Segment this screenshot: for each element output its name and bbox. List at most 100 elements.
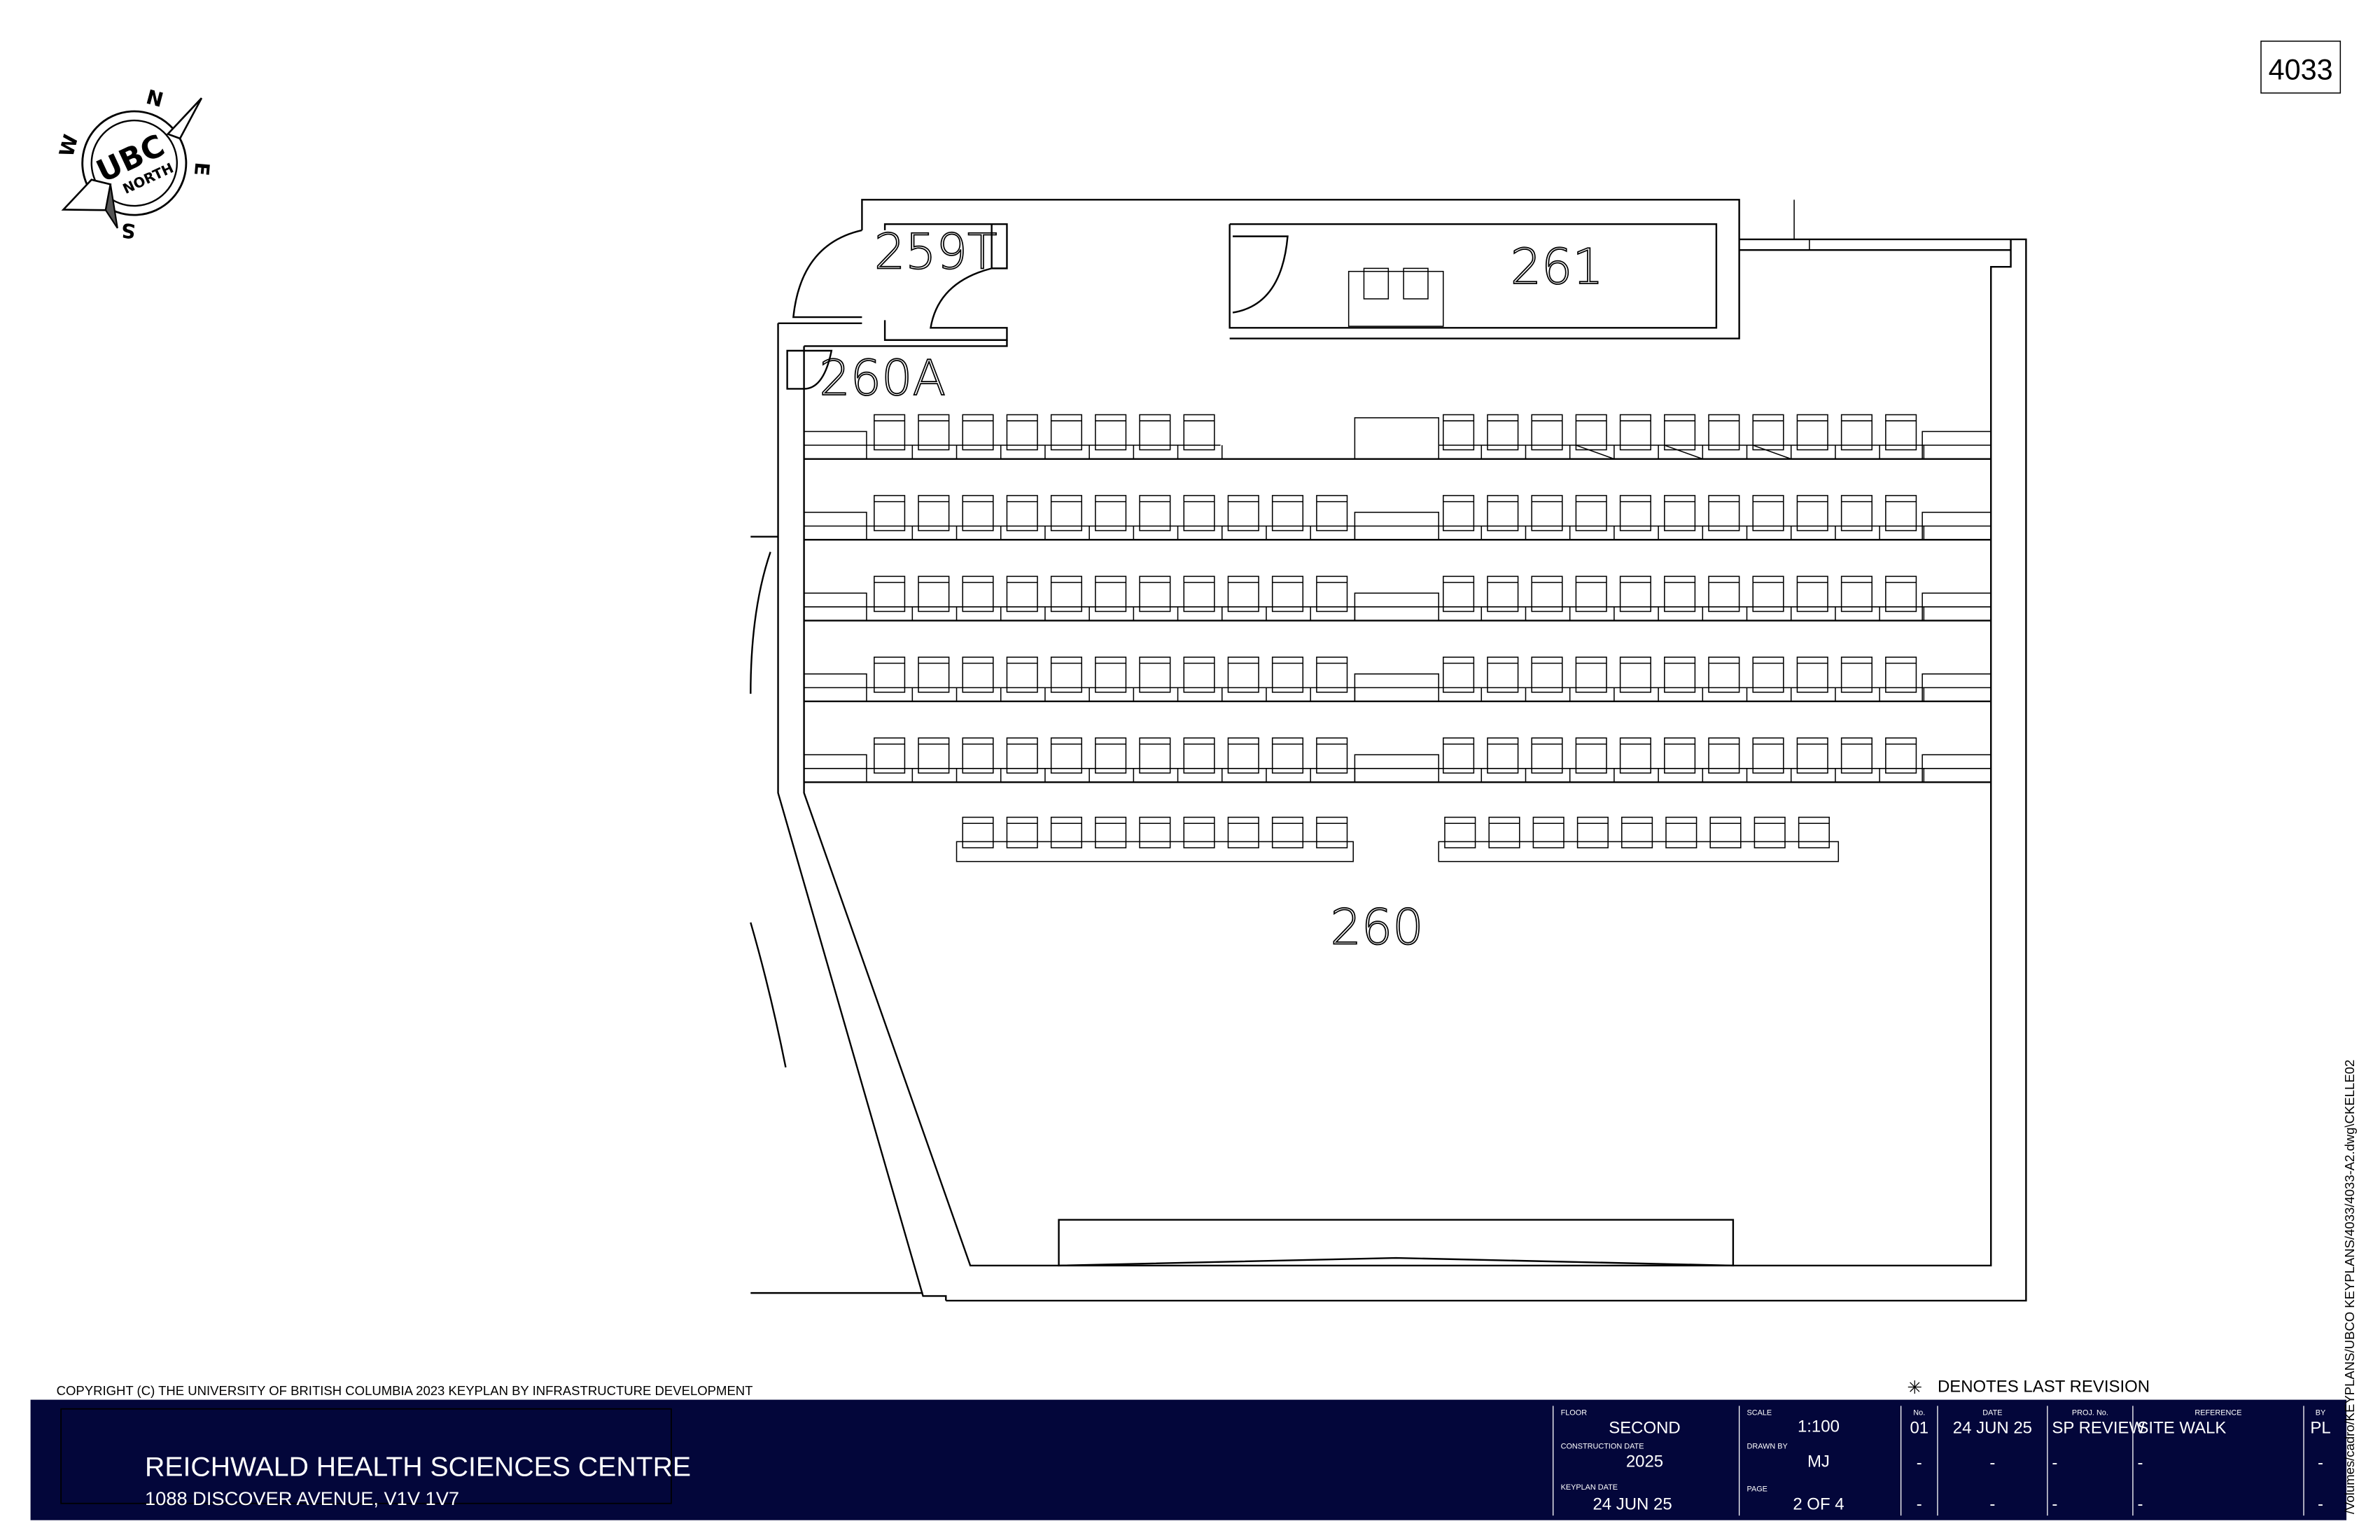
chair: [1095, 414, 1127, 451]
chair: [1752, 495, 1784, 531]
chair: [1531, 657, 1563, 693]
chair: [1885, 575, 1917, 612]
scale-label: SCALE: [1747, 1408, 1772, 1417]
chair: [1095, 495, 1127, 531]
chair: [1316, 495, 1348, 531]
revision-star-icon: ✳: [1907, 1377, 1922, 1398]
chair: [1796, 575, 1828, 612]
chair: [1796, 414, 1828, 451]
construction-date-value: 2025: [1626, 1452, 1663, 1471]
chair: [1708, 575, 1740, 612]
revision-cell: -: [1917, 1494, 1922, 1513]
chair: [1531, 575, 1563, 612]
chair: [1708, 737, 1740, 774]
chair: [1050, 657, 1083, 693]
chair: [1575, 414, 1607, 451]
chair: [1885, 495, 1917, 531]
chair: [1139, 575, 1171, 612]
chair: [1227, 495, 1259, 531]
chair: [1316, 737, 1348, 774]
chair: [1487, 737, 1519, 774]
chair: [1006, 495, 1038, 531]
chair: [918, 414, 950, 451]
chair: [1487, 575, 1519, 612]
chair: [1271, 816, 1304, 848]
keyplan-date-value: 24 JUN 25: [1592, 1494, 1672, 1513]
chair: [1271, 657, 1304, 693]
seating-row-front: [955, 816, 1840, 862]
revision-header: REFERENCE: [2194, 1408, 2241, 1417]
chair: [1227, 575, 1259, 612]
chair: [1708, 495, 1740, 531]
revision-cell: -: [1917, 1454, 1922, 1473]
accessible-seat-mark: [1752, 444, 1791, 460]
chair: [1006, 575, 1038, 612]
revision-header: No.: [1913, 1408, 1925, 1417]
revision-cell: 24 JUN 25: [1953, 1419, 2032, 1438]
chair: [1139, 657, 1171, 693]
chair: [1840, 575, 1872, 612]
drawn-by-label: DRAWN BY: [1747, 1442, 1788, 1450]
chair: [1708, 414, 1740, 451]
revision-cell: SP REVIEW: [2052, 1419, 2145, 1438]
chair: [1443, 737, 1475, 774]
drawn-by-value: MJ: [1807, 1452, 1830, 1471]
chair: [1619, 495, 1651, 531]
revision-cell: -: [2052, 1494, 2057, 1513]
seating-row: [803, 657, 1991, 703]
seating-row: [803, 414, 1991, 460]
revision-cell: -: [2318, 1454, 2323, 1473]
chair: [918, 657, 950, 693]
page-value: 2 OF 4: [1793, 1494, 1844, 1513]
chair: [1139, 495, 1171, 531]
chair: [918, 737, 950, 774]
construction-date-label: CONSTRUCTION DATE: [1561, 1442, 1644, 1450]
chair: [1139, 816, 1171, 848]
chair: [918, 495, 950, 531]
chair: [962, 737, 994, 774]
chair: [1664, 495, 1696, 531]
chair: [1183, 575, 1215, 612]
chair: [1050, 495, 1083, 531]
chair: [918, 575, 950, 612]
keyplan-date-label: KEYPLAN DATE: [1561, 1483, 1618, 1492]
revision-cell: PL: [2310, 1419, 2330, 1438]
chair: [874, 575, 906, 612]
chair: [1840, 657, 1872, 693]
chair: [1798, 816, 1830, 848]
chair: [962, 816, 994, 848]
building-name: REICHWALD HEALTH SCIENCES CENTRE: [145, 1452, 691, 1483]
chair: [1885, 737, 1917, 774]
chair: [1796, 495, 1828, 531]
chair: [1443, 414, 1475, 451]
chair: [1619, 414, 1651, 451]
compass-w: W: [55, 132, 83, 160]
chair: [1487, 657, 1519, 693]
bench-block: [1354, 417, 1440, 460]
chair: [1227, 816, 1259, 848]
sheet-number-box: 4033: [2260, 41, 2342, 94]
chair: [1752, 414, 1784, 451]
chair: [1095, 816, 1127, 848]
floor-plan-walls: [750, 199, 2027, 1302]
revision-cell: -: [2137, 1494, 2143, 1513]
chair: [1487, 495, 1519, 531]
chair: [1619, 575, 1651, 612]
revision-cell: -: [2318, 1494, 2323, 1513]
chair: [1840, 737, 1872, 774]
chair: [1664, 737, 1696, 774]
chair: [1139, 737, 1171, 774]
chair: [1006, 816, 1038, 848]
chair: [1316, 575, 1348, 612]
seating-row: [803, 575, 1991, 622]
chair: [1006, 414, 1038, 451]
accessible-seat-mark: [1576, 444, 1615, 460]
compass-e: E: [190, 161, 214, 176]
revision-cell: -: [1989, 1494, 1995, 1513]
room-label-259t: 259T: [874, 223, 997, 280]
chair: [1840, 495, 1872, 531]
room-label-260: 260: [1331, 899, 1424, 955]
seating-row: [803, 737, 1991, 783]
